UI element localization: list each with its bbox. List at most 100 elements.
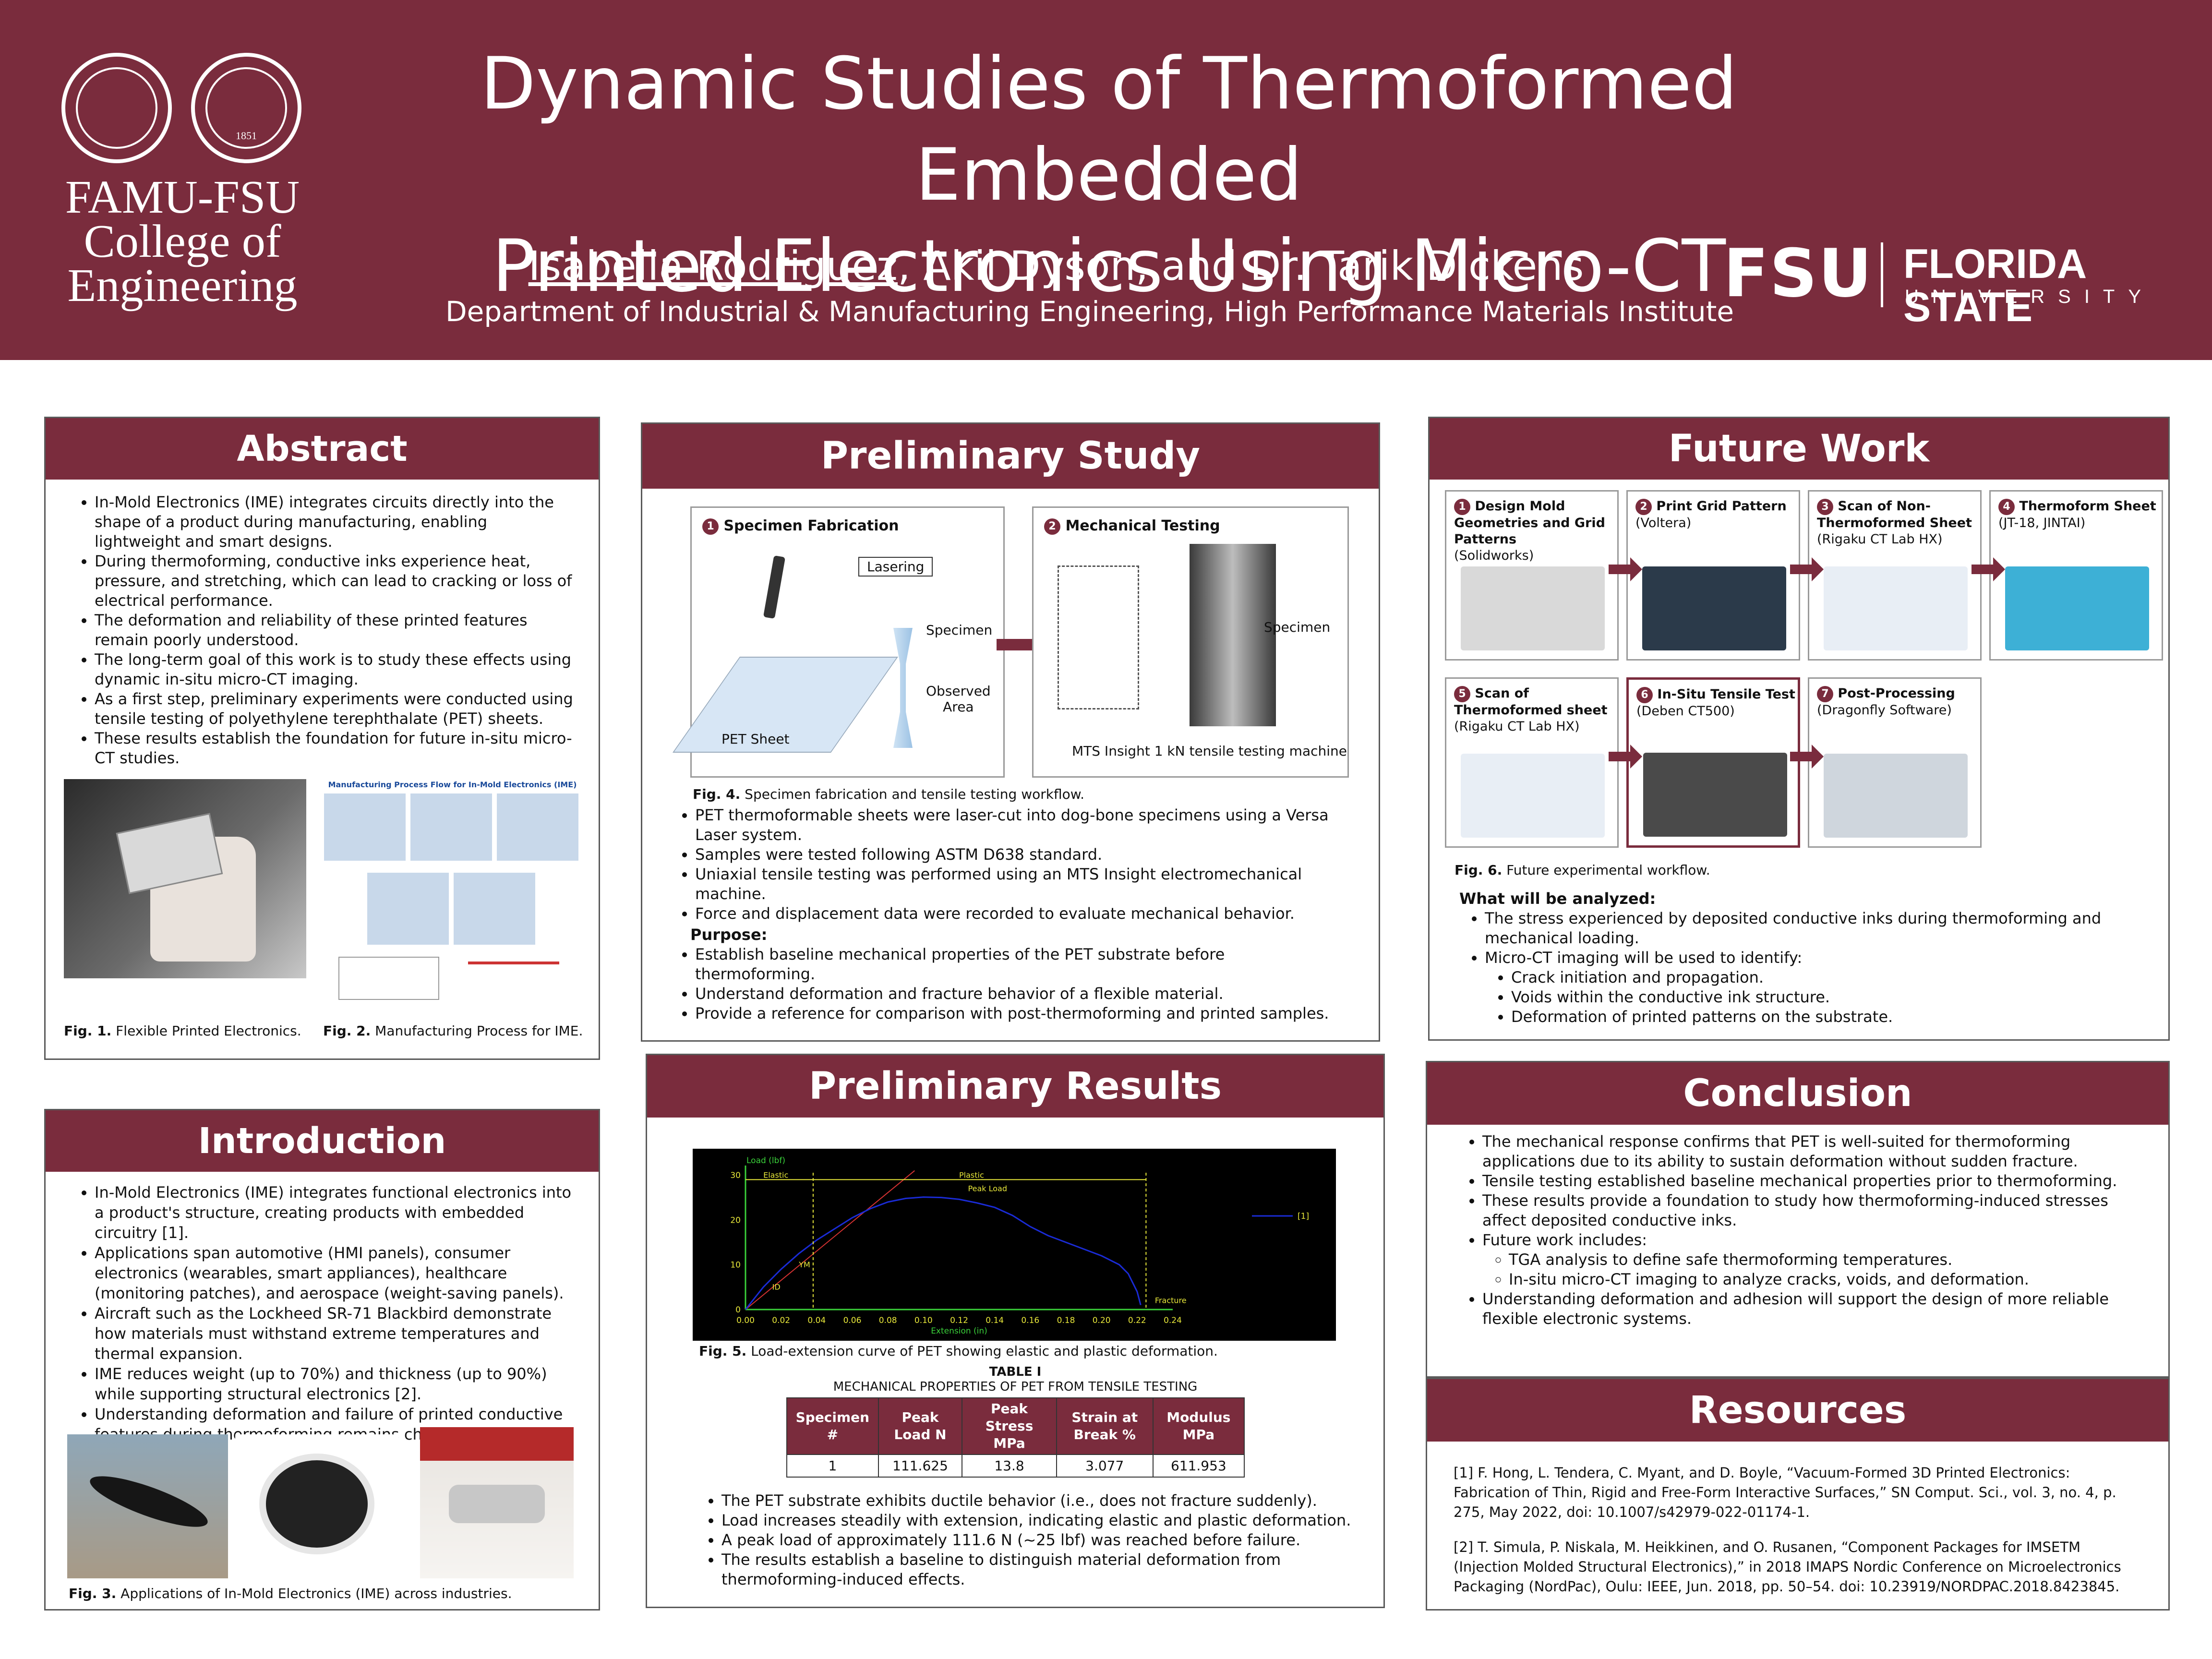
introduction-bullet: Applications span automotive (HMI panels… <box>95 1243 584 1303</box>
pet-sheet-label: PET Sheet <box>721 731 790 747</box>
future-step-image <box>1642 566 1786 650</box>
poster-title: Dynamic Studies of Thermoformed Embedded… <box>307 38 1911 312</box>
fig6-caption: Fig. 6. Future experimental workflow. <box>1455 862 1710 878</box>
specimen-label: Specimen <box>926 622 993 638</box>
study-bullets: PET thermoformable sheets were laser-cut… <box>666 805 1338 924</box>
future-step-subtitle: (Rigaku CT Lab HX) <box>1454 719 1580 734</box>
x-axis-label: Extension (in) <box>931 1326 987 1336</box>
fig6-label: Fig. 6. <box>1455 862 1503 878</box>
future-step-1: 1 Design Mold Geometries and Grid Patter… <box>1445 490 1619 661</box>
future-step-number: 3 <box>1817 498 1833 515</box>
fig5-label: Fig. 5. <box>699 1343 747 1359</box>
future-step-title-wrap: 7 Post-Processing(Dragonfly Software) <box>1817 685 1978 719</box>
table-subtitle: MECHANICAL PROPERTIES OF PET FROM TENSIL… <box>833 1380 1198 1394</box>
future-step-title-wrap: 6 In-Situ Tensile Test(Deben CT500) <box>1636 686 1797 720</box>
car-interior-photo <box>420 1427 574 1578</box>
study-bullet: Samples were tested following ASTM D638 … <box>695 845 1338 865</box>
ime-process-figure: Manufacturing Process Flow for In-Mold E… <box>319 779 586 1010</box>
fig4-text: Specimen fabrication and tensile testing… <box>740 786 1084 802</box>
chart-annotation: Peak Load <box>968 1184 1007 1193</box>
future-step-subtitle: (Dragonfly Software) <box>1817 702 1952 718</box>
future-step-number: 7 <box>1817 685 1833 702</box>
fig4-caption: Fig. 4. Specimen fabrication and tensile… <box>693 786 1084 803</box>
arrow-right-icon <box>1609 557 1642 581</box>
future-step-subtitle: (JT-18, JINTAI) <box>1998 515 2086 530</box>
x-tick-label: 0.04 <box>807 1316 826 1325</box>
fig3-text: Applications of In-Mold Electronics (IME… <box>116 1586 512 1601</box>
future-step-number: 4 <box>1998 498 2015 515</box>
fig5-caption: Fig. 5. Load-extension curve of PET show… <box>699 1343 1218 1359</box>
future-step-2: 2 Print Grid Pattern(Voltera) <box>1626 490 1800 661</box>
preliminary-study-heading: Preliminary Study <box>642 424 1379 489</box>
tensile-machine-photo <box>1190 544 1276 726</box>
step1-number: 1 <box>702 518 719 535</box>
results-bullet: A peak load of approximately 111.6 N (~2… <box>721 1530 1365 1550</box>
chart-background <box>693 1149 1336 1341</box>
chart-annotation: Elastic <box>763 1170 788 1179</box>
x-tick-label: 0.12 <box>950 1316 968 1325</box>
abstract-bullet: As a first step, preliminary experiments… <box>95 689 575 729</box>
chart-annotation: ID <box>772 1283 781 1292</box>
future-work-heading: Future Work <box>1430 418 2168 480</box>
results-bullet: Load increases steadily with extension, … <box>721 1511 1365 1530</box>
conclusion-bullets: The mechanical response confirms that PE… <box>1454 1132 2140 1329</box>
future-work-sub-bullet: Voids within the conductive ink structur… <box>1511 987 2142 1007</box>
college-name: FAMU-FSU College of Engineering <box>58 174 307 309</box>
conclusion-sub-bullets: TGA analysis to define safe thermoformin… <box>1482 1250 2140 1289</box>
table-cell: 13.8 <box>962 1454 1057 1478</box>
table-title: TABLE I <box>989 1365 1042 1379</box>
famu-seal-logo <box>61 53 172 163</box>
future-step-title-wrap: 1 Design Mold Geometries and Grid Patter… <box>1454 498 1615 564</box>
x-tick-label: 0.00 <box>736 1316 755 1325</box>
legend-label: [1] <box>1298 1212 1309 1221</box>
observed-text: Observed <box>926 683 991 699</box>
table-header-cell: Modulus MPa <box>1152 1397 1245 1455</box>
arrow-right-icon <box>1790 557 1824 581</box>
future-step-image <box>1824 754 1968 838</box>
machine-label: MTS Insight 1 kN tensile testing machine <box>1072 743 1347 759</box>
future-work-sub-bullet: Crack initiation and propagation. <box>1511 968 2142 987</box>
future-step-5: 5 Scan of Thermoformed sheet(Rigaku CT L… <box>1445 677 1619 848</box>
future-step-title: Print Grid Pattern <box>1652 499 1787 514</box>
future-step-title-wrap: 4 Thermoform Sheet(JT-18, JINTAI) <box>1998 498 2159 531</box>
fsu-wordmark: FSU <box>1723 235 1873 312</box>
fig2-caption: Fig. 2. Manufacturing Process for IME. <box>323 1023 583 1039</box>
abstract-bullet: During thermoforming, conductive inks ex… <box>95 552 575 611</box>
step2-title: Mechanical Testing <box>1065 517 1220 534</box>
table-cell: 1 <box>786 1454 879 1478</box>
study-bullet: Uniaxial tensile testing was performed u… <box>695 865 1338 904</box>
x-tick-label: 0.24 <box>1164 1316 1182 1325</box>
step1-heading: 1 Specimen Fabrication <box>702 517 899 535</box>
results-bullet: The results establish a baseline to dist… <box>721 1550 1365 1589</box>
mechanical-testing-box: 2 Mechanical Testing Specimen MTS Insigh… <box>1032 506 1349 778</box>
conclusion-heading: Conclusion <box>1427 1062 2168 1125</box>
study-bullet: PET thermoformable sheets were laser-cut… <box>695 805 1338 845</box>
authors-rest: , Akil Dyson, and Dr. Tarik Dickens <box>898 242 1584 289</box>
fig1-caption: Fig. 1. Flexible Printed Electronics. <box>64 1023 301 1039</box>
table-cell: 3.077 <box>1056 1454 1154 1478</box>
table-cell: 611.953 <box>1152 1454 1245 1478</box>
conclusion-bullet: The mechanical response confirms that PE… <box>1482 1132 2140 1171</box>
chart-annotation: Plastic <box>959 1170 984 1179</box>
x-tick-label: 0.16 <box>1021 1316 1039 1325</box>
preliminary-study-panel: Preliminary Study 1 Specimen Fabrication… <box>641 422 1380 1042</box>
purpose-bullet: Provide a reference for comparison with … <box>695 1004 1338 1023</box>
poster-header: 1851 FAMU-FSU College of Engineering Dyn… <box>0 0 2212 360</box>
fsu-divider <box>1881 242 1883 307</box>
conclusion-bullet: Understanding deformation and adhesion w… <box>1482 1289 2140 1329</box>
x-tick-label: 0.14 <box>986 1316 1004 1325</box>
title-line2: Printed Electronics Using Micro-CT <box>492 225 1726 308</box>
study-bullet: Force and displacement data were recorde… <box>695 904 1338 924</box>
future-step-title: Design Mold Geometries and Grid Patterns <box>1454 499 1605 547</box>
step1-title: Specimen Fabrication <box>723 517 899 534</box>
fig1-label: Fig. 1. <box>64 1023 112 1039</box>
introduction-bullets: In-Mold Electronics (IME) integrates fun… <box>66 1182 584 1444</box>
fig2-text: Manufacturing Process for IME. <box>371 1023 583 1039</box>
laser-head-icon <box>763 555 786 619</box>
introduction-bullet: In-Mold Electronics (IME) integrates fun… <box>95 1182 584 1243</box>
results-bullet: The PET substrate exhibits ductile behav… <box>721 1491 1365 1511</box>
x-tick-label: 0.08 <box>879 1316 897 1325</box>
